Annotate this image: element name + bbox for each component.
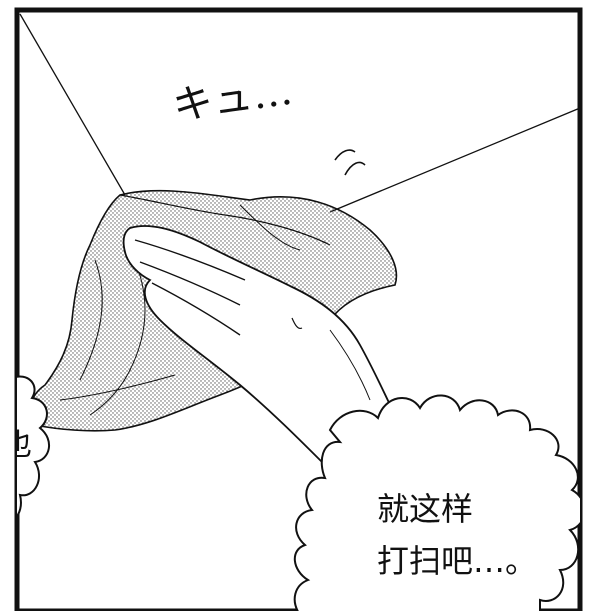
speech-line-1: 就这样	[377, 490, 473, 528]
motion-lines	[334, 149, 366, 176]
speech-line-2: 打扫吧…。	[377, 542, 537, 580]
speech-bubble-right: 就这样 打扫吧…。	[293, 394, 580, 611]
perspective-line-left	[19, 13, 126, 196]
perspective-line-right	[329, 107, 580, 213]
speech-bubble-left: 也	[2, 375, 50, 518]
speech-text-left-partial: 也	[2, 428, 32, 463]
hand-illustration	[122, 225, 422, 471]
